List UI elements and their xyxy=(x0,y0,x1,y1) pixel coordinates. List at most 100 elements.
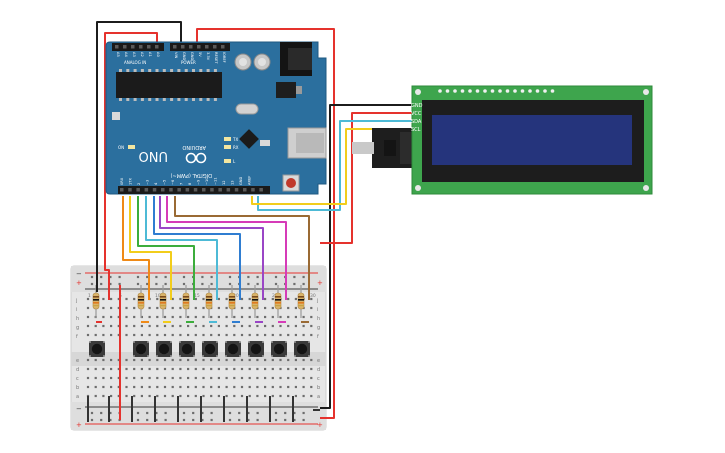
rail-hole xyxy=(100,275,103,279)
row-letter: e xyxy=(76,358,79,364)
rail-hole xyxy=(284,411,287,415)
chip-leg xyxy=(199,69,203,72)
resistor-band xyxy=(138,296,144,298)
pushbutton-cap xyxy=(158,343,170,355)
rail-hole xyxy=(164,275,167,279)
breadboard-hole xyxy=(148,358,151,362)
pushbutton-corner xyxy=(239,355,241,357)
rail-hole xyxy=(210,275,213,279)
header-pin xyxy=(221,45,225,49)
breadboard-hole xyxy=(156,394,159,398)
breadboard-hole xyxy=(156,376,159,380)
pushbutton[interactable] xyxy=(133,341,149,357)
resistor-band xyxy=(183,305,189,307)
breadboard-hole xyxy=(240,333,244,337)
resistor-band xyxy=(206,305,212,307)
pushbutton[interactable] xyxy=(225,341,241,357)
lcd-header-pin xyxy=(513,89,517,93)
lcd-header-pin xyxy=(483,89,487,93)
breadboard-hole xyxy=(117,324,120,328)
breadboard-hole xyxy=(194,315,197,319)
breadboard-hole xyxy=(210,333,213,337)
header-pin xyxy=(161,188,165,192)
rail-minus-label-top: − xyxy=(76,270,82,278)
lcd-header-pin xyxy=(520,89,525,93)
breadboard-hole xyxy=(240,324,244,328)
wire-a0-red xyxy=(104,32,158,300)
breadboard-hole xyxy=(140,324,143,328)
chip-leg xyxy=(213,69,217,72)
breadboard-hole xyxy=(217,394,220,398)
resistor-band xyxy=(252,296,258,298)
pushbutton[interactable] xyxy=(271,341,287,357)
breadboard-hole xyxy=(102,358,105,362)
lcd-header-pin xyxy=(543,89,547,93)
breadboard-hole xyxy=(94,376,97,380)
pushbutton[interactable] xyxy=(89,341,105,357)
breadboard-hole xyxy=(156,385,159,389)
wire-yellow xyxy=(129,196,172,300)
breadboard-hole xyxy=(294,358,297,362)
pushbutton[interactable] xyxy=(294,341,310,357)
lcd-header-pin xyxy=(550,89,555,93)
breadboard-hole xyxy=(294,324,297,328)
header-pin xyxy=(205,45,209,49)
row-letter: g xyxy=(317,325,320,331)
breadboard-hole xyxy=(287,385,290,389)
wire-lcd-gnd-black xyxy=(320,104,419,409)
resistor-band xyxy=(298,305,304,307)
breadboard-hole xyxy=(194,324,197,328)
pushbutton[interactable] xyxy=(179,341,195,357)
breadboard-hole xyxy=(225,376,228,380)
resistor-band xyxy=(206,302,212,304)
row-letter: d xyxy=(317,367,320,373)
resistor-band xyxy=(206,299,212,301)
pushbutton-corner xyxy=(294,341,296,343)
breadboard-hole xyxy=(294,297,297,301)
breadboard-hole xyxy=(148,376,151,380)
breadboard-hole xyxy=(287,376,290,380)
lcd-header-pin xyxy=(505,89,510,93)
breadboard-hole xyxy=(140,315,143,319)
rail-hole xyxy=(228,275,232,279)
header-pin xyxy=(177,188,181,192)
breadboard-hole xyxy=(264,367,267,371)
rail-hole xyxy=(118,282,121,286)
pushbutton[interactable] xyxy=(248,341,264,357)
rail-hole xyxy=(90,418,94,422)
pushbutton-corner xyxy=(294,355,296,357)
wire-lcd-scl-yellow xyxy=(251,128,419,205)
pushbutton-corner xyxy=(89,341,91,343)
led-tx xyxy=(224,137,231,141)
resistor-band xyxy=(183,296,189,298)
breadboard-hole xyxy=(264,394,267,398)
breadboard-hole xyxy=(148,367,151,371)
breadboard-hole xyxy=(194,367,197,371)
pushbutton[interactable] xyxy=(202,341,218,357)
breadboard-hole xyxy=(256,367,259,371)
header-pin xyxy=(169,188,173,192)
resistor-band xyxy=(160,299,166,301)
breadboard-hole xyxy=(187,367,190,371)
breadboard-hole xyxy=(225,315,228,319)
breadboard-hole xyxy=(171,297,174,301)
resistor xyxy=(228,292,236,310)
breadboard-hole xyxy=(125,333,128,337)
chip-leg xyxy=(162,98,166,101)
pushbutton-corner xyxy=(285,355,287,357)
header-pin xyxy=(115,45,119,49)
resistor-band xyxy=(252,299,258,301)
resistor-band xyxy=(160,302,166,304)
tx-label: TX xyxy=(232,137,238,142)
rail-hole xyxy=(247,411,250,415)
rail-hole xyxy=(201,275,204,279)
pushbutton[interactable] xyxy=(156,341,172,357)
breadboard-hole xyxy=(156,315,159,319)
resistor-band xyxy=(298,296,304,298)
breadboard-hole xyxy=(102,306,105,310)
rail-hole xyxy=(302,275,305,279)
breadboard-jumpers xyxy=(87,321,320,422)
digital-pin-label: AREF xyxy=(248,176,252,185)
rail-hole xyxy=(274,418,278,422)
